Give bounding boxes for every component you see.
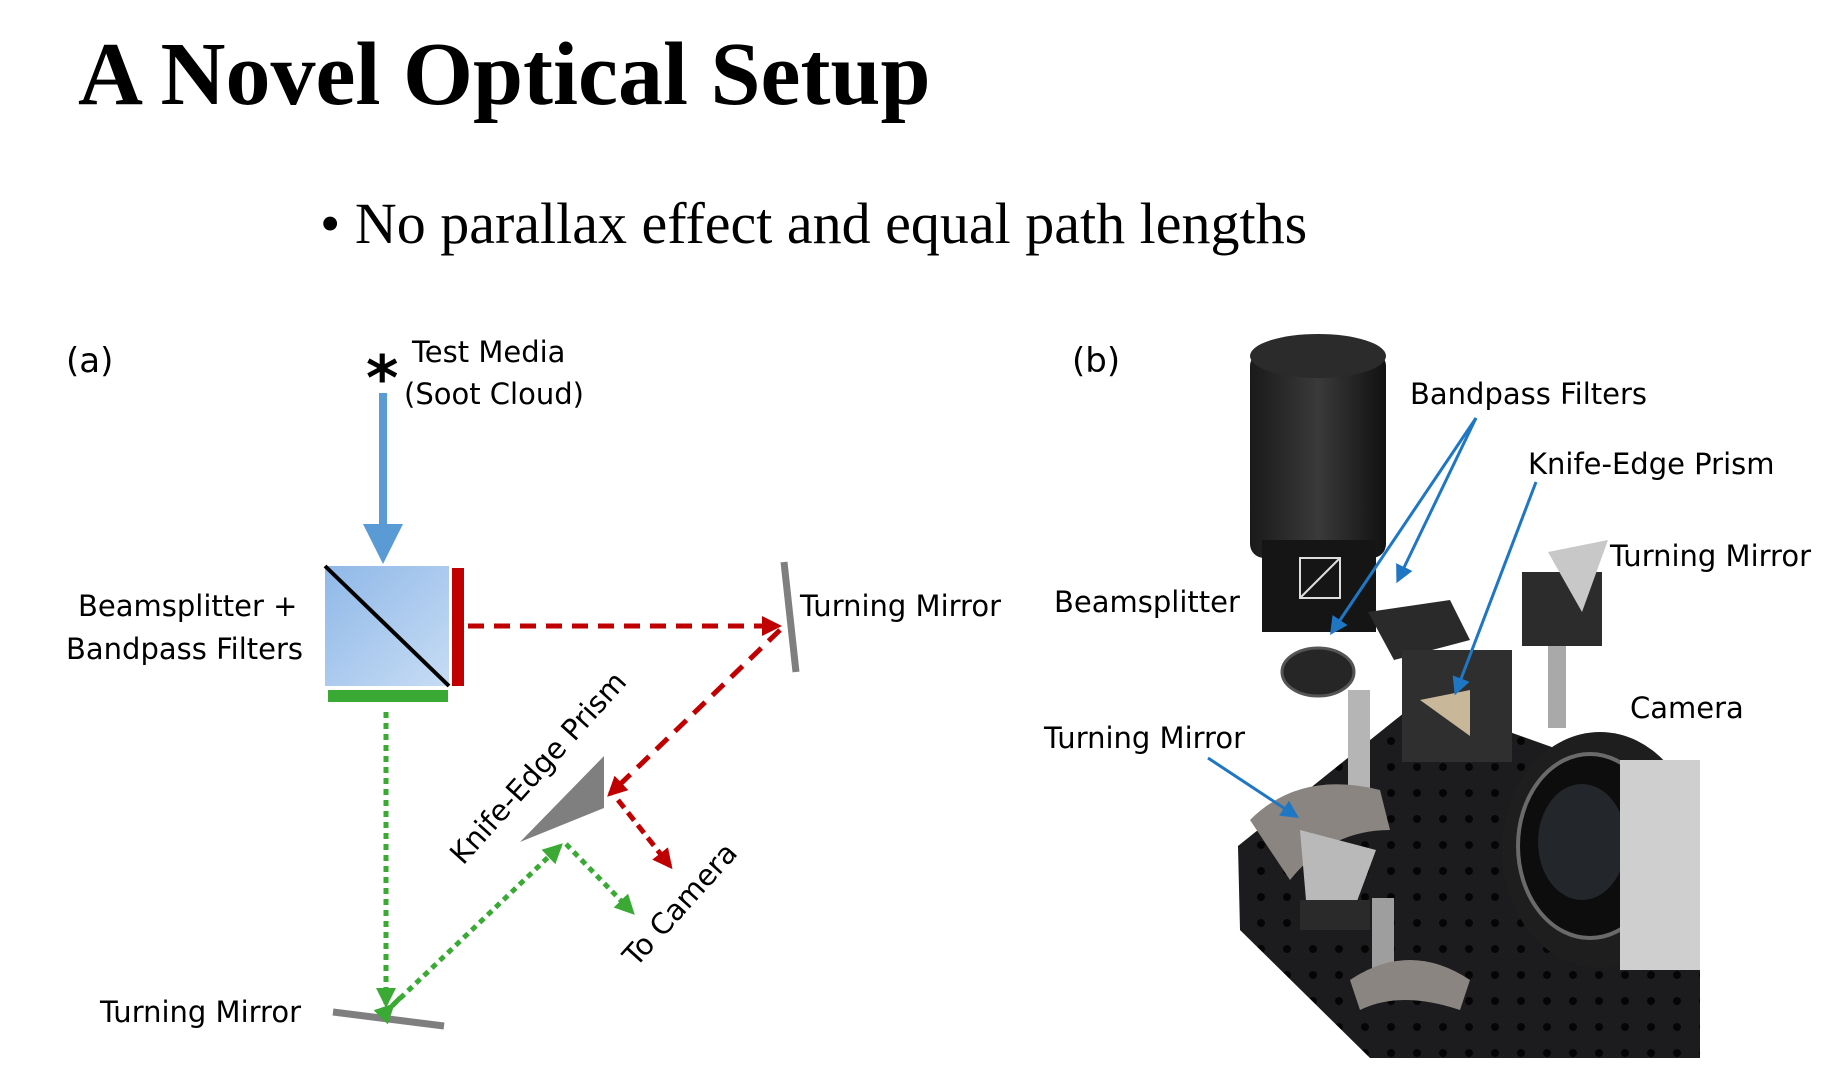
callout-arrow-bandpass-right — [1396, 417, 1478, 584]
filter-lens-left — [1280, 646, 1356, 698]
post-left — [1348, 690, 1370, 800]
mirror-mount-left — [1300, 900, 1370, 930]
green-path-to-prism — [390, 843, 563, 1008]
red-path-to-prism — [607, 628, 782, 797]
red-bandpass-filter — [452, 568, 464, 686]
test-media-label: Test Media — [411, 335, 565, 369]
camera-lens-barrel — [1620, 760, 1700, 970]
base-arm-bottom — [1350, 960, 1470, 1010]
prism-mount-arm — [1368, 600, 1470, 660]
bandpass-filters-label: Bandpass Filters — [66, 632, 303, 666]
to-camera-label: To Camera — [615, 836, 744, 974]
beamsplitter-label: Beamsplitter + — [78, 589, 297, 623]
green-path-from-mirror-start — [373, 996, 402, 1025]
panel-b-label: (b) — [1072, 341, 1120, 381]
green-path-to-camera — [564, 842, 635, 915]
red-path-to-camera — [616, 798, 673, 870]
beamsplitter-cube-icon — [1299, 557, 1341, 599]
camera-lens-glass — [1538, 784, 1626, 900]
soot-cloud-label: (Soot Cloud) — [404, 377, 584, 411]
post-right — [1548, 628, 1566, 728]
upper-camera-cap — [1250, 334, 1386, 378]
photo-turning-mirror-left-label: Turning Mirror — [1043, 721, 1245, 755]
callout-arrow-bandpass-left — [1329, 417, 1478, 635]
photo-turning-mirror-left — [1300, 830, 1376, 920]
beamsplitter-diagonal — [323, 564, 451, 688]
photo-beamsplitter-label: Beamsplitter — [1054, 585, 1240, 619]
post-bottom — [1372, 898, 1394, 978]
photo-turning-mirror-top-label: Turning Mirror — [1609, 539, 1811, 573]
callout-arrow-turning-mirror-left — [1207, 756, 1300, 818]
upper-camera-tube — [1250, 352, 1386, 558]
bullet-text: No parallax effect and equal path length… — [354, 191, 1308, 256]
slide-title: A Novel Optical Setup — [78, 25, 931, 124]
panel-a: (a) * Test Media (Soot Cloud) Beamsplitt… — [66, 335, 1001, 1030]
bullet-point: • No parallax effect and equal path leng… — [320, 195, 1307, 253]
turning-mirror-right-label: Turning Mirror — [799, 589, 1001, 623]
photo-turning-mirror-top — [1548, 540, 1608, 612]
photo-camera-label: Camera — [1630, 691, 1744, 725]
knife-edge-prism — [520, 756, 604, 842]
knife-edge-prism-label: Knife-Edge Prism — [443, 665, 633, 871]
callout-arrow-knife-edge-prism — [1452, 481, 1538, 696]
turning-mirror-right — [780, 561, 800, 673]
beamsplitter-cube-diagonal — [1299, 557, 1341, 599]
photo-knife-edge-prism — [1420, 690, 1470, 736]
panel-b: (b) — [1043, 334, 1811, 1058]
turning-mirror-bottom — [332, 1008, 445, 1030]
beamsplitter-housing — [1262, 540, 1376, 632]
green-bandpass-filter — [328, 690, 448, 702]
turning-mirror-bottom-label: Turning Mirror — [99, 995, 301, 1029]
photo-knife-edge-prism-label: Knife-Edge Prism — [1528, 447, 1775, 481]
setup-photo — [1238, 334, 1700, 1058]
panel-a-label: (a) — [66, 341, 113, 381]
bullet-marker: • — [320, 191, 341, 256]
photo-bandpass-filters-label: Bandpass Filters — [1410, 377, 1647, 411]
